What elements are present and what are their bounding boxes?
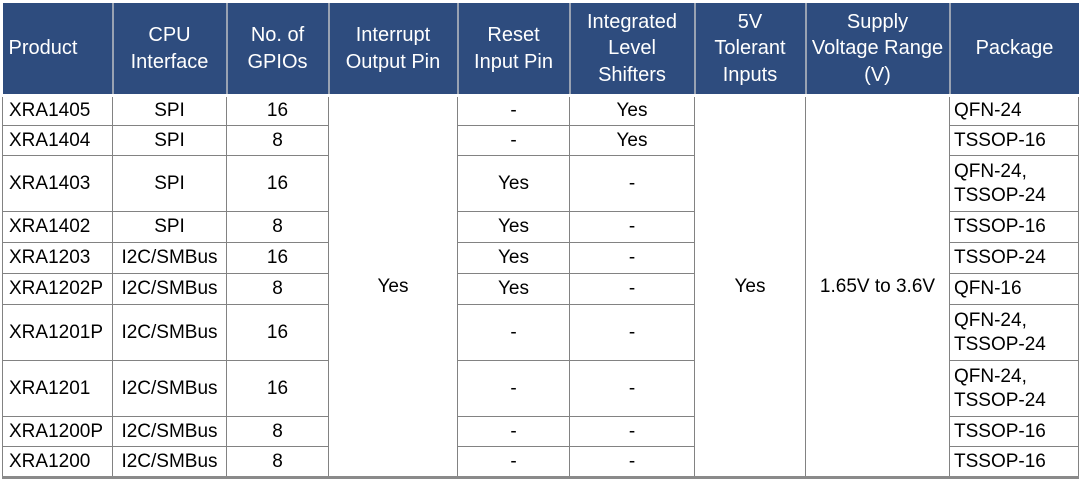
cell-gpios: 16 xyxy=(226,95,329,126)
cell-5v-tolerant-inputs-merged: Yes xyxy=(694,95,806,478)
cell-integrated-level-shifters: Yes xyxy=(569,125,695,156)
cell-integrated-level-shifters: - xyxy=(569,360,695,417)
cell-integrated-level-shifters: - xyxy=(569,242,695,274)
cell-cpu-interface: SPI xyxy=(112,125,227,156)
cell-product: XRA1200 xyxy=(2,446,113,478)
cell-package: QFN-24 xyxy=(949,95,1079,126)
cell-package: QFN-24, TSSOP-24 xyxy=(949,155,1079,212)
cell-package: TSSOP-16 xyxy=(949,125,1079,156)
cell-integrated-level-shifters: - xyxy=(569,273,695,305)
cell-reset-input-pin: Yes xyxy=(457,242,570,274)
cell-interrupt-output-pin-merged: Yes xyxy=(328,95,458,478)
header-row: Product CPU Interface No. of GPIOs Inter… xyxy=(2,3,1079,97)
cell-reset-input-pin: - xyxy=(457,304,570,361)
cell-package: TSSOP-24 xyxy=(949,242,1079,274)
cell-reset-input-pin: Yes xyxy=(457,273,570,305)
cell-package: TSSOP-16 xyxy=(949,416,1079,447)
cell-package: TSSOP-16 xyxy=(949,446,1079,478)
cell-reset-input-pin: Yes xyxy=(457,211,570,243)
cell-cpu-interface: I2C/SMBus xyxy=(112,304,227,361)
cell-product: XRA1201P xyxy=(2,304,113,361)
table-row-xra1403: XRA1403 SPI 16 Yes - QFN-24, TSSOP-24 xyxy=(2,155,1079,212)
cell-reset-input-pin: Yes xyxy=(457,155,570,212)
col-header-gpios: No. of GPIOs xyxy=(225,3,329,97)
cell-gpios: 8 xyxy=(226,416,329,447)
cell-gpios: 8 xyxy=(226,446,329,478)
cell-package: TSSOP-16 xyxy=(949,211,1079,243)
cell-cpu-interface: I2C/SMBus xyxy=(112,273,227,305)
cell-package: QFN-24, TSSOP-24 xyxy=(949,360,1079,417)
cell-cpu-interface: I2C/SMBus xyxy=(112,360,227,417)
table-row-xra1402: XRA1402 SPI 8 Yes - TSSOP-16 xyxy=(2,211,1079,243)
col-header-cpu-interface: CPU Interface xyxy=(111,3,227,97)
cell-reset-input-pin: - xyxy=(457,416,570,447)
cell-gpios: 8 xyxy=(226,273,329,305)
cell-product: XRA1200P xyxy=(2,416,113,447)
cell-cpu-interface: I2C/SMBus xyxy=(112,446,227,478)
cell-integrated-level-shifters: - xyxy=(569,446,695,478)
cell-cpu-interface: I2C/SMBus xyxy=(112,416,227,447)
table-row-xra1200: XRA1200 I2C/SMBus 8 - - TSSOP-16 xyxy=(2,446,1079,478)
cell-gpios: 8 xyxy=(226,211,329,243)
cell-cpu-interface: SPI xyxy=(112,155,227,212)
cell-gpios: 16 xyxy=(226,242,329,274)
col-header-product: Product xyxy=(2,3,113,97)
col-header-integrated-level-shifters: Integrated Level Shifters xyxy=(568,3,695,97)
col-header-reset-input-pin: Reset Input Pin xyxy=(456,3,570,97)
col-header-supply-voltage-range: Supply Voltage Range (V) xyxy=(804,3,950,97)
col-header-5v-tolerant-inputs: 5V Tolerant Inputs xyxy=(693,3,806,97)
cell-cpu-interface: SPI xyxy=(112,95,227,126)
cell-product: XRA1402 xyxy=(2,211,113,243)
cell-cpu-interface: I2C/SMBus xyxy=(112,242,227,274)
cell-package: QFN-16 xyxy=(949,273,1079,305)
cell-reset-input-pin: - xyxy=(457,446,570,478)
cell-supply-voltage-range-merged: 1.65V to 3.6V xyxy=(805,95,950,478)
cell-product: XRA1405 xyxy=(2,95,113,126)
cell-reset-input-pin: - xyxy=(457,125,570,156)
cell-cpu-interface: SPI xyxy=(112,211,227,243)
cell-product: XRA1201 xyxy=(2,360,113,417)
cell-integrated-level-shifters: - xyxy=(569,155,695,212)
cell-product: XRA1202P xyxy=(2,273,113,305)
cell-integrated-level-shifters: Yes xyxy=(569,95,695,126)
cell-gpios: 16 xyxy=(226,360,329,417)
cell-gpios: 16 xyxy=(226,304,329,361)
table-row-xra1202p: XRA1202P I2C/SMBus 8 Yes - QFN-16 xyxy=(2,273,1079,305)
cell-integrated-level-shifters: - xyxy=(569,416,695,447)
table-row-xra1404: XRA1404 SPI 8 - Yes TSSOP-16 xyxy=(2,125,1079,156)
product-comparison-table: Product CPU Interface No. of GPIOs Inter… xyxy=(2,3,1079,479)
col-header-package: Package xyxy=(948,3,1079,97)
table-row-xra1201: XRA1201 I2C/SMBus 16 - - QFN-24, TSSOP-2… xyxy=(2,360,1079,417)
cell-integrated-level-shifters: - xyxy=(569,304,695,361)
table-row-xra1405: XRA1405 SPI 16 Yes - Yes Yes 1.65V to 3.… xyxy=(2,95,1079,478)
cell-product: XRA1403 xyxy=(2,155,113,212)
col-header-interrupt-output-pin: Interrupt Output Pin xyxy=(327,3,458,97)
cell-package: QFN-24, TSSOP-24 xyxy=(949,304,1079,361)
cell-product: XRA1203 xyxy=(2,242,113,274)
cell-gpios: 8 xyxy=(226,125,329,156)
cell-product: XRA1404 xyxy=(2,125,113,156)
cell-integrated-level-shifters: - xyxy=(569,211,695,243)
cell-reset-input-pin: - xyxy=(457,360,570,417)
cell-gpios: 16 xyxy=(226,155,329,212)
cell-reset-input-pin: - xyxy=(457,95,570,126)
